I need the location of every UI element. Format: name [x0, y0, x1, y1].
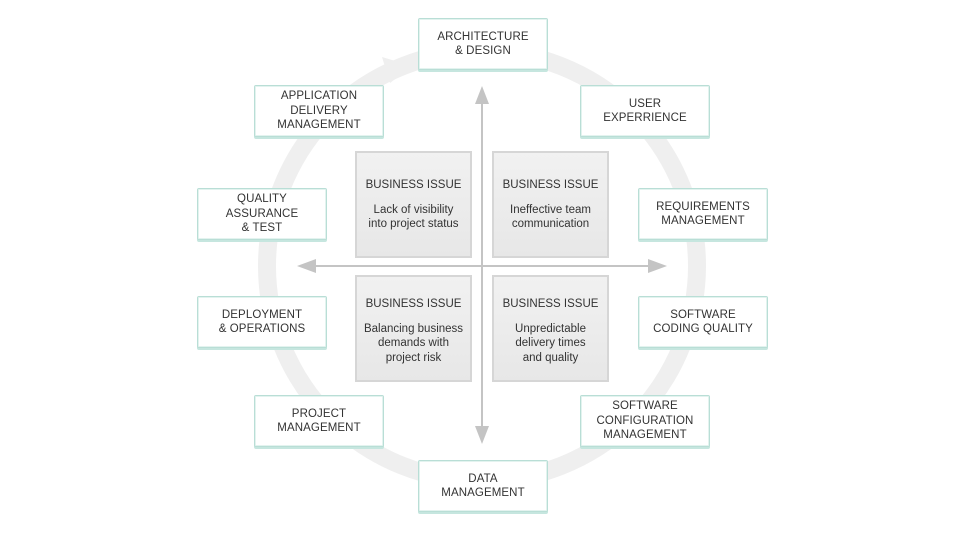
node-requirements-management: REQUIREMENTS MANAGEMENT — [638, 188, 768, 240]
node-software-coding-quality: SOFTWARE CODING QUALITY — [638, 296, 768, 348]
business-issue-card: BUSINESS ISSUE Unpredictable delivery ti… — [492, 275, 609, 382]
cycle-arrowhead — [382, 57, 412, 83]
business-issue-description: Ineffective team communication — [510, 203, 591, 231]
node-quality-assurance-test: QUALITY ASSURANCE & TEST — [197, 188, 327, 240]
business-issue-card: BUSINESS ISSUE Lack of visibility into p… — [355, 151, 472, 258]
business-issue-card: BUSINESS ISSUE Balancing business demand… — [355, 275, 472, 382]
node-project-management: PROJECT MANAGEMENT — [254, 395, 384, 447]
arrow-down — [475, 426, 489, 444]
arrow-up — [475, 86, 489, 104]
business-issue-title: BUSINESS ISSUE — [365, 298, 462, 310]
node-data-management: DATA MANAGEMENT — [418, 460, 548, 512]
business-issue-description: Balancing business demands with project … — [363, 322, 464, 364]
node-architecture-design: ARCHITECTURE & DESIGN — [418, 18, 548, 70]
node-application-delivery-management: APPLICATION DELIVERY MANAGEMENT — [254, 85, 384, 137]
business-issue-card: BUSINESS ISSUE Ineffective team communic… — [492, 151, 609, 258]
business-issue-title: BUSINESS ISSUE — [502, 179, 599, 191]
arrow-left — [297, 259, 316, 273]
business-issue-title: BUSINESS ISSUE — [502, 298, 599, 310]
business-issue-description: Unpredictable delivery times and quality — [515, 322, 586, 364]
arrow-right — [648, 259, 667, 273]
node-deployment-operations: DEPLOYMENT & OPERATIONS — [197, 296, 327, 348]
node-software-configuration-management: SOFTWARE CONFIGURATION MANAGEMENT — [580, 395, 710, 447]
node-user-experience: USER EXPERRIENCE — [580, 85, 710, 137]
business-issue-title: BUSINESS ISSUE — [365, 179, 462, 191]
business-issue-description: Lack of visibility into project status — [368, 203, 459, 231]
